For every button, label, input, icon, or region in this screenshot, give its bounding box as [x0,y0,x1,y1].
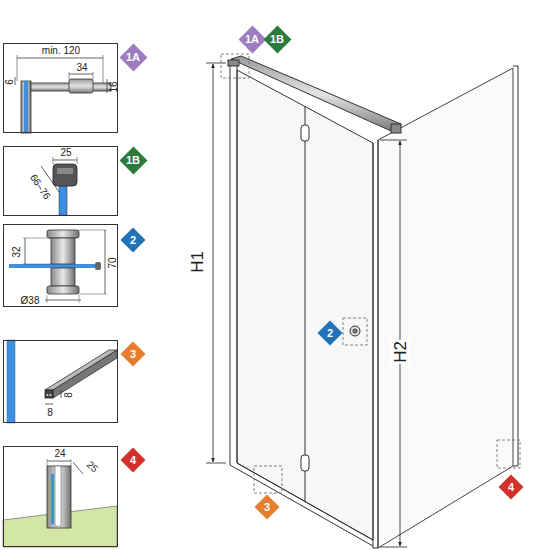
callout-number: 1B [270,34,284,45]
detail-4-drawing [3,459,117,547]
detail-3-drawing [7,340,117,423]
dimension-value: 6 [5,79,15,85]
dimension-value: Ø38 [21,296,40,306]
callout-badge: 4 [498,474,524,500]
callout-number: 2 [327,328,333,339]
dimension-value: min. 120 [42,46,80,56]
callout-number: 2 [130,235,136,246]
dimension-value: 25 [85,460,100,475]
callout-badge: 2 [120,227,146,253]
dimension-value: 16 [109,81,119,92]
dimension-value: 66–76 [28,173,52,202]
detail-panel: 32 70Ø38 [3,224,118,307]
shower-enclosure [228,56,518,548]
callout-badge: 1A [119,43,148,72]
callout-badge: 1B [263,25,292,54]
callout-number: 3 [264,502,270,513]
detail-panel: 25 66–76 [3,146,118,216]
callout-badge: 3 [120,341,146,367]
callout-number: 3 [130,349,136,360]
callout-badge: 1B [119,146,148,175]
dimension-label: H1 [187,250,208,274]
callout-badge: 2 [317,320,343,346]
callout-number: 4 [508,482,514,493]
detail-panel: 88 [3,340,118,423]
callout-number: 1A [126,52,140,63]
dimension-value: 70 [108,257,118,268]
dimension-value: 24 [54,449,65,459]
detail-2-drawing [9,230,107,303]
callout-badge: 1A [238,25,267,54]
dimension-value: 8 [47,408,53,418]
detail-frames [221,54,520,493]
dimension-value: 25 [60,148,71,158]
detail-1a-drawing [15,55,111,133]
callout-number: 4 [130,455,136,466]
detail-panel: 24 25 [3,446,118,547]
dimension-value: 34 [76,63,87,73]
callout-badge: 4 [120,447,146,473]
dimension-label: H2 [390,340,411,364]
callout-number: 1B [126,155,140,166]
dimension-lines [206,63,407,547]
detail-panel: min. 120 34 16 6 [3,43,118,133]
dimension-value: 32 [12,246,22,257]
callout-number: 1A [245,34,259,45]
callout-badge: 3 [254,494,280,520]
detail-1b-drawing [41,157,77,215]
dimension-value: 8 [64,392,74,398]
